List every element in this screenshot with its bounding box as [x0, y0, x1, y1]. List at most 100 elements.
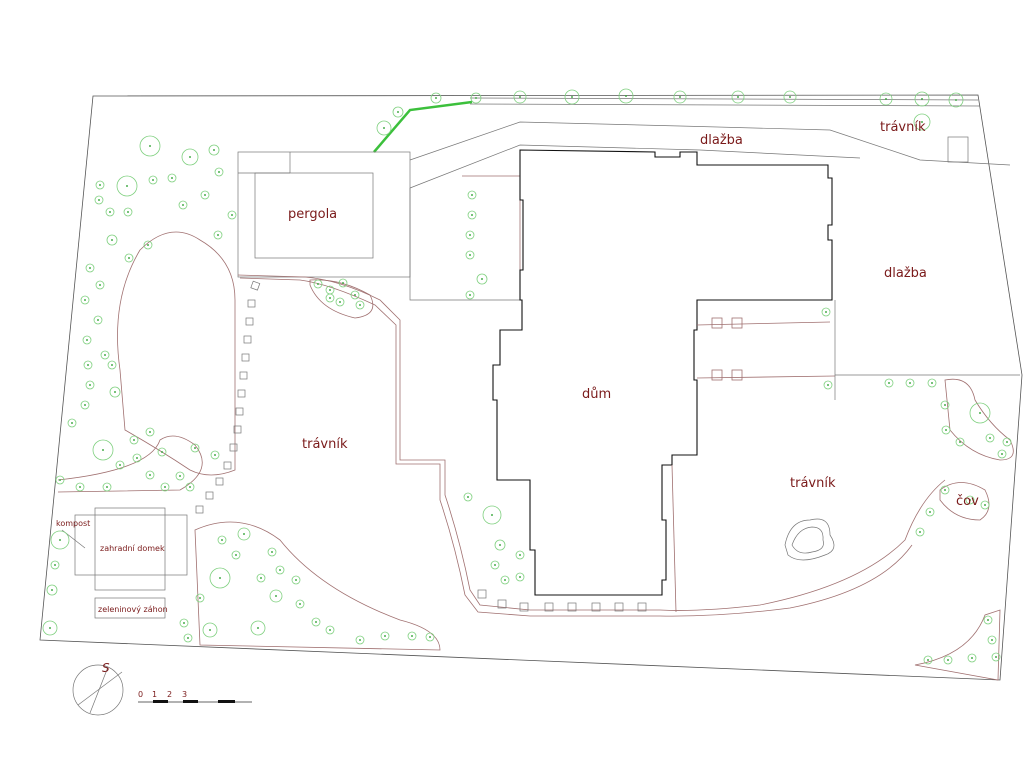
- plant-symbol: [380, 631, 390, 641]
- plant-center: [84, 299, 86, 301]
- label-pergola: pergola: [288, 207, 337, 222]
- plant-center: [679, 96, 681, 98]
- site-boundary: [39, 94, 1023, 681]
- plant-symbol: [915, 527, 925, 537]
- plant-center: [921, 98, 923, 100]
- plant-center: [339, 301, 341, 303]
- plant-center: [104, 354, 106, 356]
- plant-symbol: [925, 507, 935, 517]
- plant-center: [342, 282, 344, 284]
- plant-center: [152, 179, 154, 181]
- plant-center: [295, 579, 297, 581]
- label-dum: dům: [582, 387, 611, 402]
- plant-center: [737, 96, 739, 98]
- plant-symbol: [325, 625, 335, 635]
- plant-symbol: [116, 175, 138, 197]
- plant-symbol: [179, 618, 189, 628]
- terrace-lines: [696, 300, 1020, 400]
- plant-symbol: [983, 615, 993, 625]
- plant-center: [475, 97, 477, 99]
- label-kompost: kompost: [56, 519, 90, 528]
- plant-center: [931, 382, 933, 384]
- plant-symbol: [940, 485, 950, 495]
- plant-symbol: [467, 190, 477, 200]
- plant-symbol: [92, 439, 114, 461]
- plant-symbol: [987, 635, 997, 645]
- plant-center: [149, 431, 151, 433]
- plant-symbol: [217, 535, 227, 545]
- stepping-stones: [195, 280, 647, 612]
- plant-center: [969, 499, 971, 501]
- plant-center: [161, 451, 163, 453]
- plant-center: [979, 412, 981, 414]
- plant-center: [909, 382, 911, 384]
- plant-symbol: [85, 380, 95, 390]
- plant-symbol: [132, 453, 142, 463]
- plant-center: [411, 635, 413, 637]
- plant-symbol: [105, 207, 115, 217]
- plant-symbol: [115, 460, 125, 470]
- plant-symbol: [202, 622, 218, 638]
- plant-center: [329, 289, 331, 291]
- plant-center: [944, 404, 946, 406]
- label-dlazba-right: dlažba: [884, 266, 927, 281]
- plant-symbol: [465, 290, 475, 300]
- plant-symbol: [997, 449, 1007, 459]
- plant-center: [987, 619, 989, 621]
- plant-center: [149, 474, 151, 476]
- plant-center: [499, 544, 501, 546]
- plant-center: [504, 579, 506, 581]
- plant-center: [429, 636, 431, 638]
- plant-symbol: [618, 88, 634, 104]
- scale-tick-0: 0: [138, 690, 143, 699]
- plant-center: [199, 597, 201, 599]
- garden-house: [61, 507, 188, 619]
- plant-center: [106, 486, 108, 488]
- plant-center: [126, 185, 128, 187]
- plant-center: [79, 486, 81, 488]
- plant-center: [959, 441, 961, 443]
- plant-center: [59, 479, 61, 481]
- plant-symbol: [42, 620, 58, 636]
- plant-symbol: [313, 279, 323, 289]
- plant-center: [87, 364, 89, 366]
- plant-symbol: [213, 230, 223, 240]
- plant-center: [49, 627, 51, 629]
- plant-symbol: [991, 652, 1001, 662]
- label-dlazba-top: dlažba: [700, 133, 743, 148]
- plant-symbol: [500, 575, 510, 585]
- plant-symbol: [923, 655, 933, 665]
- plant-center: [945, 429, 947, 431]
- plant-center: [359, 304, 361, 306]
- plant-symbol: [82, 335, 92, 345]
- plant-center: [221, 539, 223, 541]
- plant-symbol: [107, 360, 117, 370]
- plant-center: [947, 659, 949, 661]
- plant-center: [315, 621, 317, 623]
- plant-symbol: [209, 567, 231, 589]
- plant-center: [927, 659, 929, 661]
- label-travnik-right: trávník: [790, 476, 836, 491]
- plant-symbol: [425, 632, 435, 642]
- plant-center: [275, 595, 277, 597]
- plant-symbol: [183, 633, 193, 643]
- plant-symbol: [482, 505, 502, 525]
- compass: S: [72, 661, 124, 716]
- plant-symbol: [148, 175, 158, 185]
- plant-symbol: [67, 418, 77, 428]
- plant-center: [469, 254, 471, 256]
- plant-center: [127, 211, 129, 213]
- plant-center: [885, 98, 887, 100]
- plant-symbol: [95, 180, 105, 190]
- plant-symbol: [85, 263, 95, 273]
- plant-symbol: [465, 230, 475, 240]
- plant-symbol: [231, 550, 241, 560]
- plant-symbol: [985, 433, 995, 443]
- plant-symbol: [955, 437, 965, 447]
- plant-symbol: [102, 482, 112, 492]
- plant-symbol: [109, 386, 121, 398]
- plant-symbol: [731, 90, 745, 104]
- plant-center: [86, 339, 88, 341]
- plant-symbol: [157, 447, 167, 457]
- label-cov: čov: [956, 494, 979, 509]
